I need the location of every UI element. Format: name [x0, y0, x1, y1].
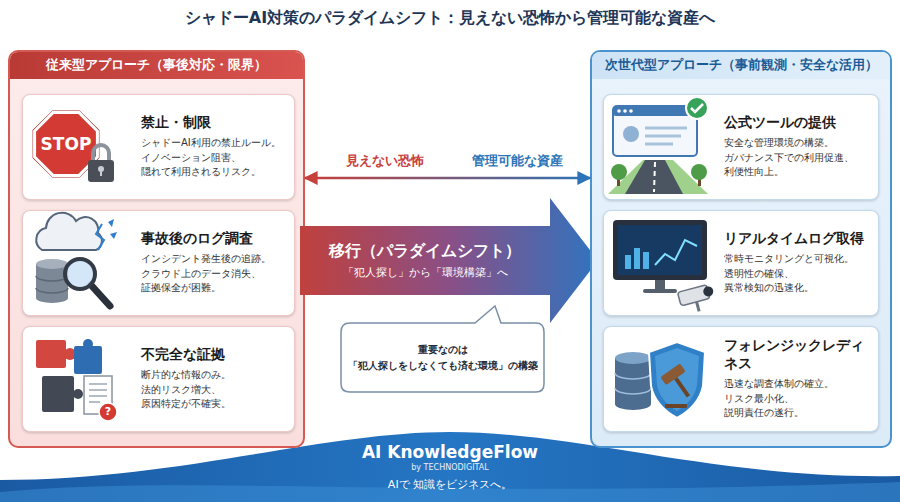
card-title: フォレンジックレディネス [724, 337, 870, 373]
shift-connector [305, 177, 590, 180]
approach-card: 事故後のログ調査インシデント発生後の追跡。 クラウド上のデータ消失、 証拠保全が… [22, 210, 295, 316]
arrow-shape [300, 198, 598, 323]
approach-panel: 次世代型アプローチ（事前観測・安全な活用） 公式ツールの提供安全な管理環境の構築。… [590, 50, 892, 448]
card-title: 事故後のログ調査 [141, 230, 286, 248]
diagram-title: シャドーAI対策のパラダイムシフト：見えない恐怖から管理可能な資産へ [0, 8, 900, 29]
card-title: リアルタイムログ取得 [724, 230, 870, 248]
approach-card: フォレンジックレディネス迅速な調査体制の確立。 リスク最小化、 説明責任の遂行。 [603, 326, 879, 432]
speech-bubble: 重要なのは 「犯人探しをしなくても済む環境」の構築 [340, 305, 545, 393]
approach-card: リアルタイムログ取得常時モニタリングと可視化。 透明性の確保、 異常検知の迅速化… [603, 210, 879, 316]
arrow-subtitle: 「犯人探し」から「環境構築」へ [343, 265, 508, 280]
panel-heading: 次世代型アプローチ（事前観測・安全な活用） [592, 52, 890, 79]
question-mark: ? [100, 404, 116, 420]
brand-byline: by TECHNODIGITAL [330, 462, 570, 473]
panel-heading: 従来型アプローチ（事後対応・限界） [10, 52, 303, 79]
bubble-shape [341, 306, 544, 392]
arrow-caption: 管理可能な資産 [455, 152, 580, 170]
card-title: 公式ツールの提供 [724, 114, 870, 132]
card-body: シャドーAI利用の禁止ルール。 イノベーション阻害、 隠れて利用されるリスク。 [141, 136, 286, 180]
arrow-title: 移行（パラダイムシフト） [329, 241, 521, 262]
sign-text: STOP [36, 134, 96, 154]
bubble-text: 重要なのは 「犯人探しをしなくても済む環境」の構築 [346, 342, 539, 374]
approach-card: 公式ツールの提供安全な管理環境の構築。 ガバナンス下での利用促進、 利便性向上。 [603, 94, 879, 200]
speech-bubble-text-area: 重要なのは 「犯人探しをしなくても済む環境」の構築 [340, 323, 545, 393]
brand-tagline: AIで 知識をビジネスへ。 [330, 477, 570, 493]
card-body: 安全な管理環境の構築。 ガバナンス下での利用促進、 利便性向上。 [724, 136, 870, 180]
approach-card: 不完全な証拠断片的な情報のみ。 法的リスク増大、 原因特定が不確実。 [22, 326, 295, 432]
card-title: 禁止・制限 [141, 114, 286, 132]
card-body: インシデント発生後の追跡。 クラウド上のデータ消失、 証拠保全が困難。 [141, 252, 286, 296]
shift-arrow-text-area: 移行（パラダイムシフト） 「犯人探し」から「環境構築」へ [300, 226, 550, 295]
approach-panel: 従来型アプローチ（事後対応・限界） 禁止・制限シャドーAI利用の禁止ルール。 イノ… [8, 50, 305, 448]
card-body: 断片的な情報のみ。 法的リスク増大、 原因特定が不確実。 [141, 368, 286, 412]
card-title: 不完全な証拠 [141, 346, 286, 364]
arrow-caption: 見えない恐怖 [325, 152, 445, 170]
shift-arrow: 移行（パラダイムシフト） 「犯人探し」から「環境構築」へ [300, 198, 598, 323]
brand-name: AI KnowledgeFlow [330, 442, 570, 462]
shift-arrow-outline [300, 198, 598, 323]
card-body: 迅速な調査体制の確立。 リスク最小化、 説明責任の遂行。 [724, 377, 870, 421]
card-body: 常時モニタリングと可視化。 透明性の確保、 異常検知の迅速化。 [724, 252, 870, 296]
